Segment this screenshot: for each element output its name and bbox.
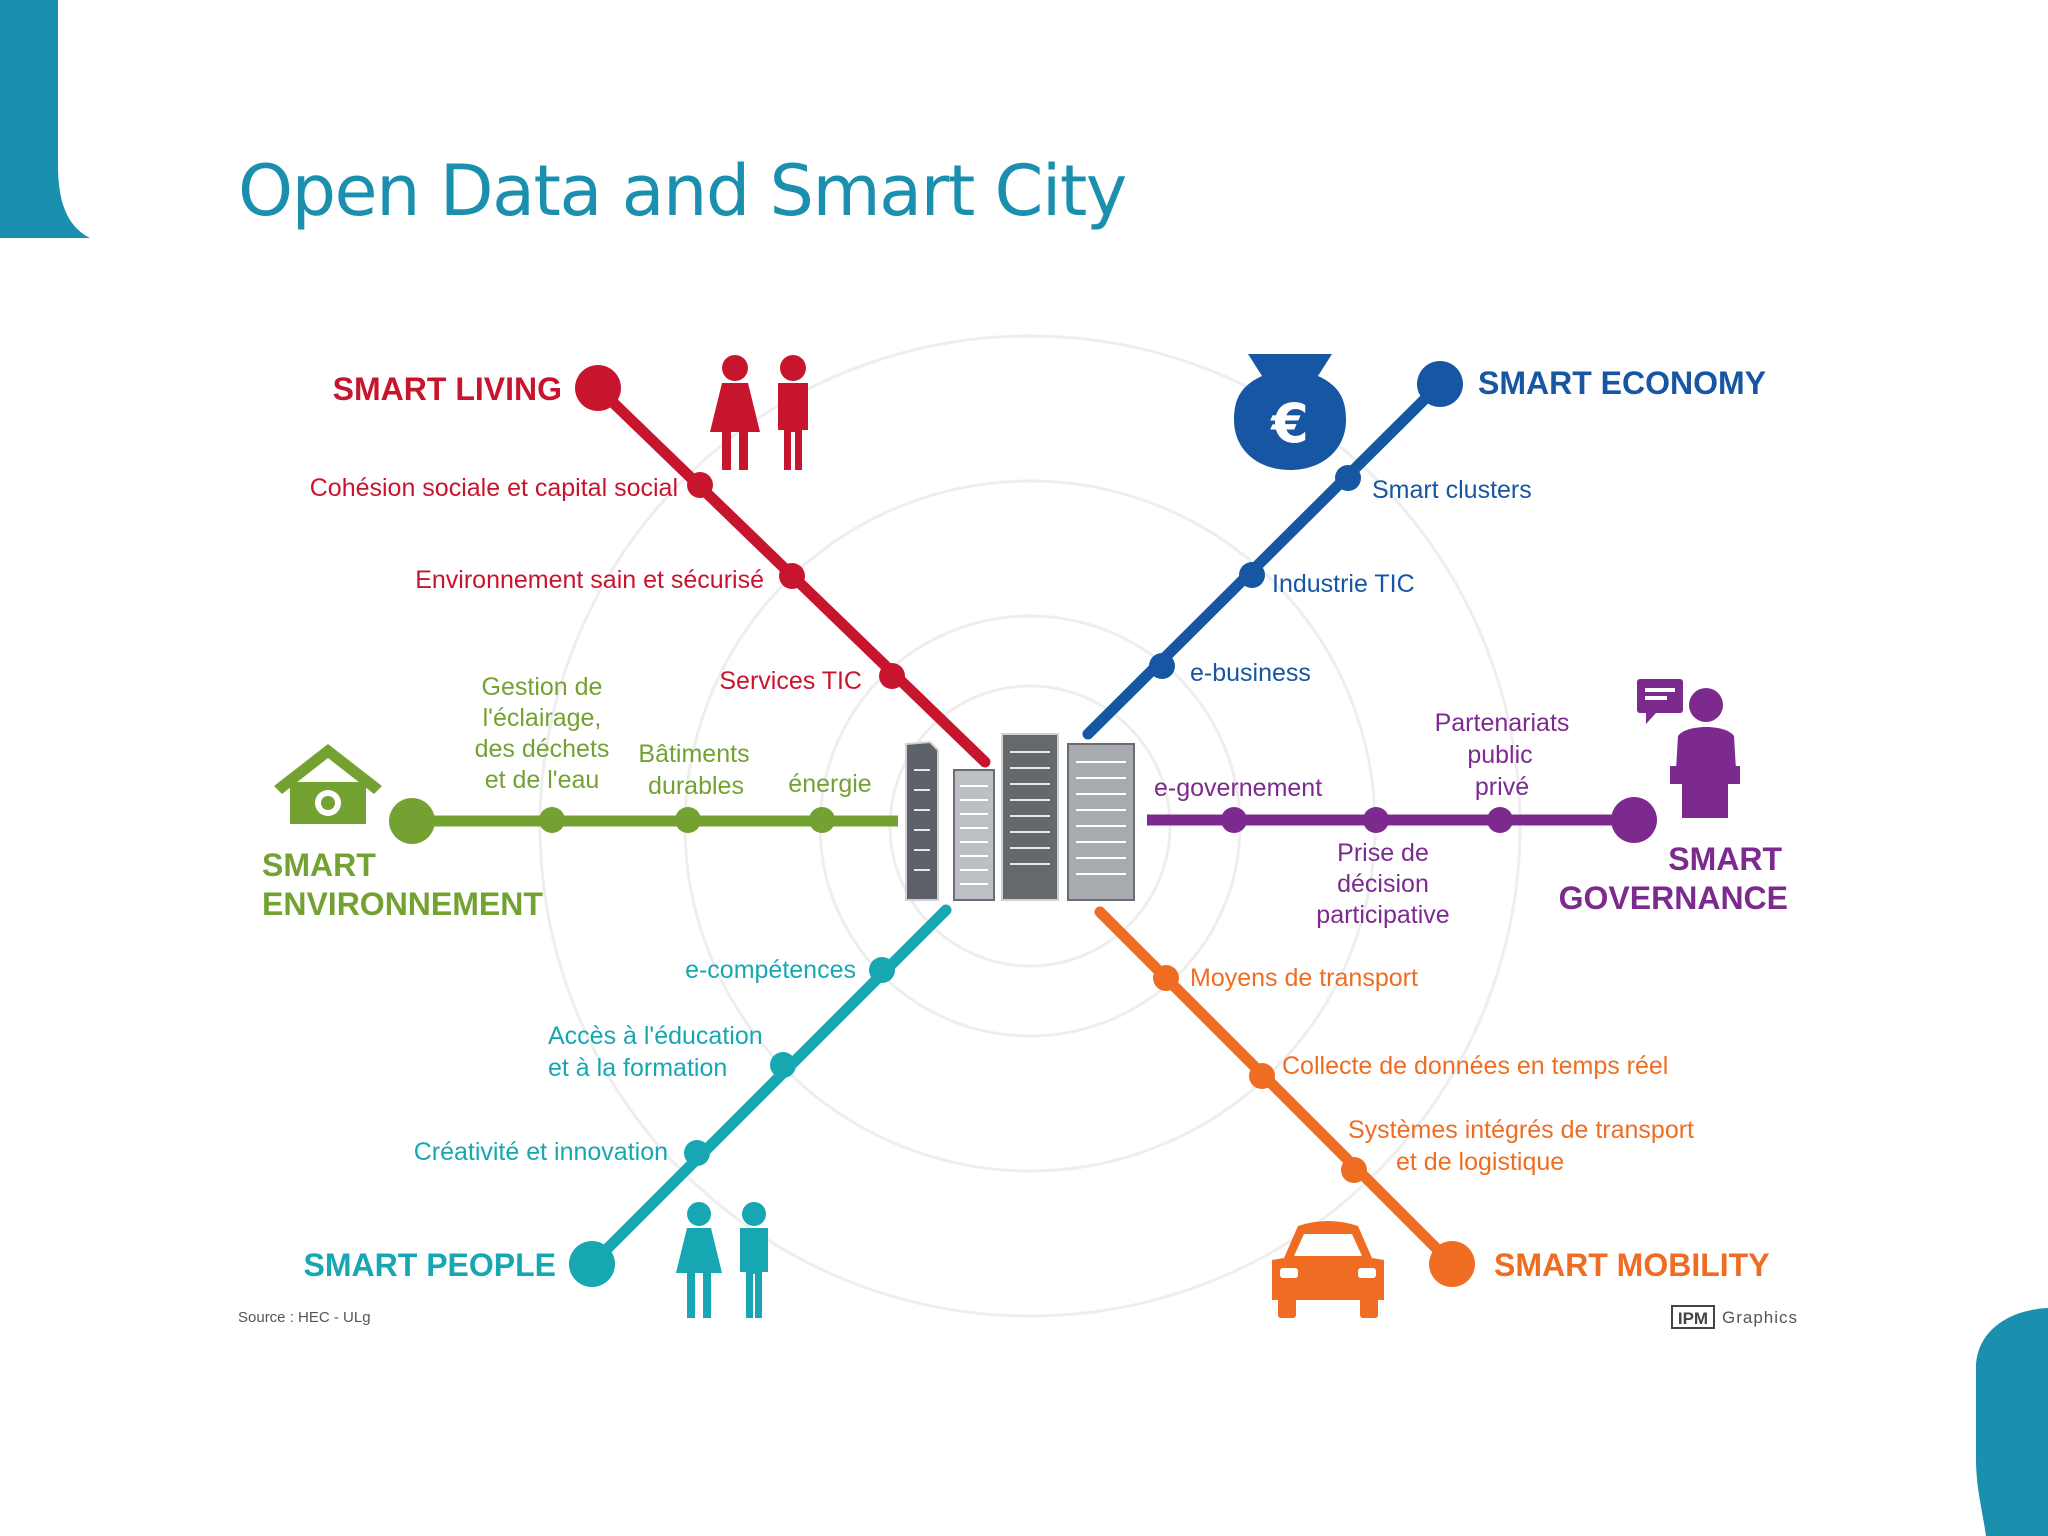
mobility-stations [1153,965,1367,1183]
svg-text:des déchets: des déchets [475,735,610,763]
smart-economy-title: SMART ECONOMY [1478,365,1766,401]
economy-station-3 [1149,653,1175,679]
living-station-label-1: Cohésion sociale et capital social [310,474,678,502]
svg-text:décision: décision [1337,870,1429,898]
economy-station-label-3: e-business [1190,659,1311,687]
slide-title: Open Data and Smart City [238,150,1127,232]
governance-station-label-2: Prise de décision participative [1316,839,1449,929]
governance-station-3 [1487,807,1513,833]
living-station-3 [879,663,905,689]
economy-line [1082,378,1446,740]
svg-text:Bâtiments: Bâtiments [638,740,749,768]
city-buildings-icon [905,733,1135,901]
mobility-station-3 [1341,1157,1367,1183]
living-station-2 [779,563,805,589]
governance-station-2 [1363,807,1389,833]
credit-text: Graphics [1722,1308,1798,1327]
mobility-station-label-1: Moyens de transport [1190,964,1418,992]
people-couple-icon [676,1202,768,1318]
smart-people-title: SMART PEOPLE [304,1247,556,1283]
environment-terminal [389,798,435,844]
corner-decoration-bottom-right [1976,1308,2048,1536]
svg-text:et de logistique: et de logistique [1396,1148,1564,1176]
svg-text:e-compétences: e-compétences [685,956,856,984]
governance-station-label-3: Partenariats public privé [1435,709,1570,801]
living-station-label-3: Services TIC [719,667,862,695]
environment-station-3 [809,807,835,833]
smart-environment-title-line2: ENVIRONNEMENT [262,886,543,922]
smart-governance-title-line2: GOVERNANCE [1559,880,1788,916]
svg-text:privé: privé [1475,773,1529,801]
svg-text:durables: durables [648,772,744,800]
euro-money-bag-icon: € [1234,354,1346,470]
people-terminal [569,1241,615,1287]
svg-text:public: public [1467,741,1532,769]
environment-station-label-2: Bâtiments durables [638,740,749,800]
smart-living-title: SMART LIVING [333,371,562,407]
svg-text:Accès à l'éducation: Accès à l'éducation [548,1022,763,1050]
speaker-podium-icon [1637,679,1740,818]
source-note: Source : HEC - ULg [238,1309,371,1326]
car-icon [1272,1221,1384,1318]
mobility-station-label-2: Collecte de données en temps réel [1282,1052,1668,1080]
living-stations [687,472,905,689]
economy-station-1 [1335,465,1361,491]
governance-station-1 [1221,807,1247,833]
living-couple-icon [710,355,808,470]
svg-text:participative: participative [1316,901,1449,929]
economy-station-2 [1239,562,1265,588]
people-station-label-1: e-compétences [685,956,856,984]
svg-text:Créativité et innovation: Créativité et innovation [414,1138,668,1166]
svg-text:Gestion de: Gestion de [482,673,603,701]
people-station-label-2: Accès à l'éducation et à la formation [548,1022,763,1082]
svg-text:Prise de: Prise de [1337,839,1429,867]
mobility-terminal [1429,1241,1475,1287]
environment-station-label-3: énergie [788,770,871,798]
living-station-label-2: Environnement sain et sécurisé [415,566,764,594]
smart-mobility-title: SMART MOBILITY [1494,1247,1770,1283]
corner-decoration-top-left [0,0,90,238]
people-station-1 [869,957,895,983]
smart-environment-title-line1: SMART [262,847,376,883]
economy-stations [1149,465,1361,679]
mobility-station-1 [1153,965,1179,991]
economy-terminal [1417,361,1463,407]
people-station-2 [770,1052,796,1078]
eco-house-icon [274,744,382,824]
people-station-label-3: Créativité et innovation [414,1138,668,1166]
governance-terminal [1611,797,1657,843]
svg-text:énergie: énergie [788,770,871,798]
mobility-station-2 [1249,1063,1275,1089]
economy-station-label-1: Smart clusters [1372,476,1532,504]
credit-badge: IPM [1678,1309,1708,1328]
svg-text:Systèmes intégrés de transport: Systèmes intégrés de transport [1348,1116,1694,1144]
governance-station-label-1: e-governement [1154,774,1322,802]
governance-stations [1221,807,1513,833]
svg-text:Collecte de données en temps r: Collecte de données en temps réel [1282,1052,1668,1080]
mobility-station-label-3: Systèmes intégrés de transport et de log… [1348,1116,1694,1176]
environment-station-label-1: Gestion de l'éclairage, des déchets et d… [475,673,610,794]
svg-text:Partenariats: Partenariats [1435,709,1570,737]
people-station-3 [684,1140,710,1166]
environment-station-2 [675,807,701,833]
svg-text:et de l'eau: et de l'eau [485,766,600,794]
environment-stations [539,807,835,833]
svg-text:e-governement: e-governement [1154,774,1322,802]
people-stations [684,957,895,1166]
svg-text:€: € [1269,392,1309,455]
living-terminal [575,365,621,411]
environment-station-1 [539,807,565,833]
living-station-1 [687,472,713,498]
svg-text:et à la formation: et à la formation [548,1054,727,1082]
economy-station-label-2: Industrie TIC [1272,570,1415,598]
svg-text:Moyens de transport: Moyens de transport [1190,964,1418,992]
ipm-graphics-credit: IPM Graphics [1671,1305,1798,1329]
svg-text:l'éclairage,: l'éclairage, [483,704,602,732]
smart-governance-title-line1: SMART [1668,841,1782,877]
